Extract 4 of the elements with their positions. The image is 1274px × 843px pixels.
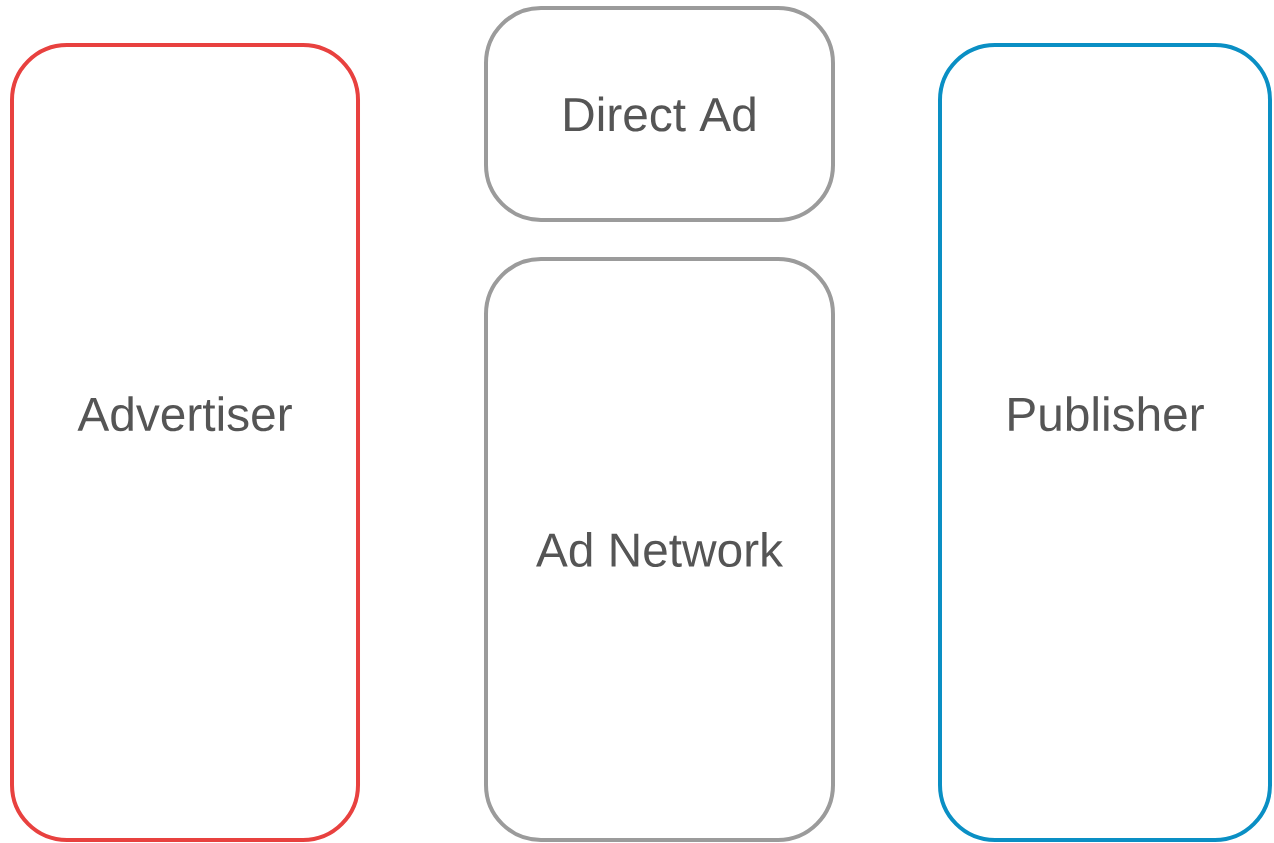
entity-box: Advertiser (10, 43, 360, 842)
entity-box: Publisher (938, 43, 1272, 842)
entity-box: Ad Network (484, 257, 835, 842)
entity-box: Direct Ad (484, 6, 835, 222)
